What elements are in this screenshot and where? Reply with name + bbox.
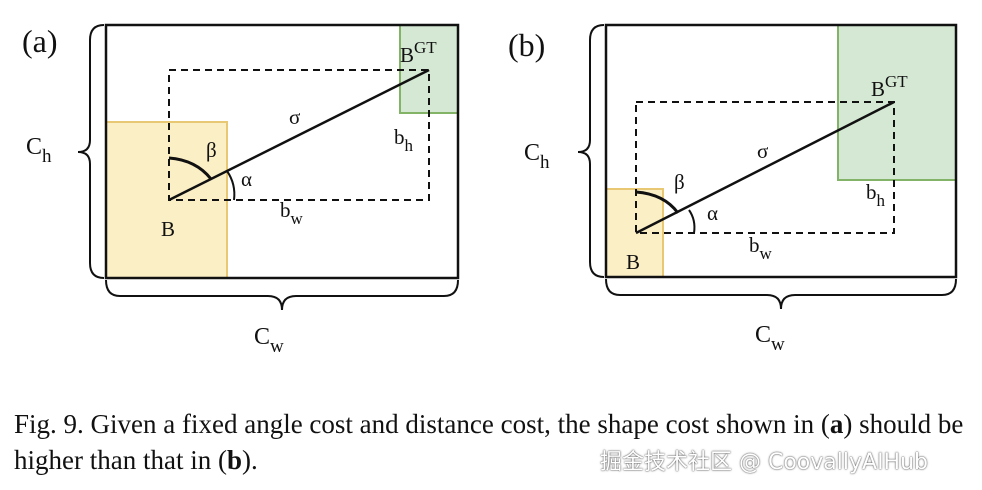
panel-b: (b) B BGT σ β α bh bw Ch Cw xyxy=(508,23,958,355)
panel-a-dashed-rect xyxy=(168,69,430,201)
panel-a-enclosing-box xyxy=(104,23,460,280)
panel-a-height-brace xyxy=(77,24,105,279)
panel-b-dashed-rect xyxy=(635,101,895,234)
panel-a-label: (a) xyxy=(22,23,58,59)
panel-b-alpha-arc xyxy=(688,209,696,234)
panel-b-bh-label: bh xyxy=(866,180,886,210)
panel-b-beta-arc xyxy=(635,190,680,214)
caption-text-2: ) should be higher than that in ( xyxy=(14,409,964,475)
panel-a-alpha-arc xyxy=(226,170,236,201)
panel-b-enclosing-box xyxy=(604,23,958,279)
panel-a-box-label: B xyxy=(161,217,175,241)
panel-b-cw-label: Cw xyxy=(755,322,785,355)
panel-a-cw-label: Cw xyxy=(254,324,284,357)
panel-a-ch-label: Ch xyxy=(26,134,52,167)
panel-a-width-brace xyxy=(105,279,459,311)
panel-a-sigma-line xyxy=(168,68,430,202)
figure-caption: Fig. 9. Given a fixed angle cost and dis… xyxy=(14,406,976,478)
caption-text-1: Fig. 9. Given a fixed angle cost and dis… xyxy=(14,409,830,439)
caption-bold-b: b xyxy=(226,445,242,475)
panel-a-bw-label: bw xyxy=(280,198,304,228)
panel-b-gt-label: BGT xyxy=(871,72,908,101)
panel-a-alpha-label: α xyxy=(241,167,252,191)
panel-b-sigma-line xyxy=(635,100,895,235)
caption-bold-a: a xyxy=(829,409,844,439)
panel-b-alpha-label: α xyxy=(707,201,718,225)
panel-b-width-brace xyxy=(605,278,957,310)
watermark: 掘金技术社区 @ CoovallyAIHub xyxy=(600,450,929,475)
figure: (a) B BGT σ β α bh bw Ch Cw (b) xyxy=(22,23,958,357)
panel-a-sigma-label: σ xyxy=(289,105,300,129)
panel-b-bw-label: bw xyxy=(749,233,773,263)
panel-b-beta-label: β xyxy=(674,170,685,194)
panel-a-beta-arc xyxy=(168,156,213,180)
panel-b-height-brace xyxy=(577,24,605,278)
panel-b-label: (b) xyxy=(508,27,545,63)
panel-a: (a) B BGT σ β α bh bw Ch Cw xyxy=(22,23,460,357)
panel-b-box-label: B xyxy=(626,250,640,274)
panel-b-sigma-label: σ xyxy=(757,139,768,163)
panel-a-bh-label: bh xyxy=(394,125,414,155)
caption-text-3: ). xyxy=(241,445,258,475)
panel-a-gt-label: BGT xyxy=(400,38,437,67)
panel-b-ch-label: Ch xyxy=(524,140,550,173)
panel-a-beta-label: β xyxy=(206,138,217,162)
